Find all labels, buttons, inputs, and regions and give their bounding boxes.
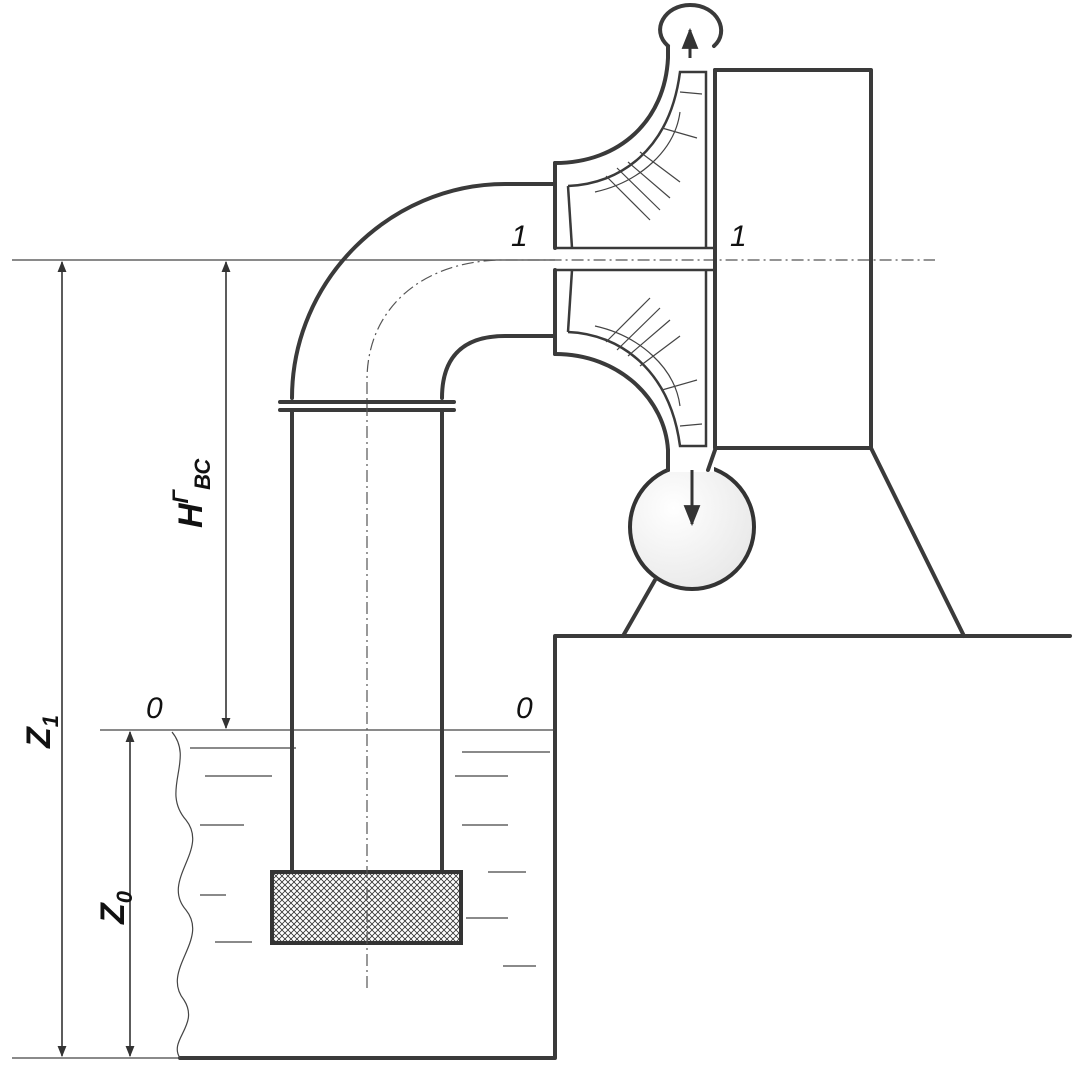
z0-label: Z0 (94, 890, 137, 925)
suction-elbow (290, 182, 557, 400)
svg-text:Z1: Z1 (20, 715, 63, 749)
z1-label: Z1 (20, 715, 63, 749)
hvc-main: H (172, 502, 210, 528)
svg-text:Z0: Z0 (94, 890, 137, 925)
svg-text:HГВС: HГВС (168, 458, 215, 528)
hvc-label: HГВС (168, 458, 215, 528)
hvc-sup: Г (168, 488, 193, 503)
bottom-volute (628, 448, 756, 591)
section-0-right-label: 0 (516, 692, 533, 725)
pump-casing (553, 44, 717, 468)
water-wavy-edge (171, 731, 194, 1059)
section-1-left-label: 1 (511, 220, 528, 253)
z0-main: Z (94, 902, 132, 925)
ground-outline (178, 634, 1072, 1060)
section-1-right-label: 1 (730, 220, 747, 253)
z1-sub: 1 (38, 715, 63, 727)
section-0-left-label: 0 (146, 692, 163, 725)
pipe-centerline (366, 259, 935, 988)
z1-main: Z (20, 726, 58, 749)
hvc-sub: ВС (190, 458, 215, 490)
water-level-lines (100, 729, 555, 967)
z0-sub: 0 (112, 890, 137, 903)
pump-frame (621, 68, 966, 638)
top-outlet (658, 3, 724, 58)
